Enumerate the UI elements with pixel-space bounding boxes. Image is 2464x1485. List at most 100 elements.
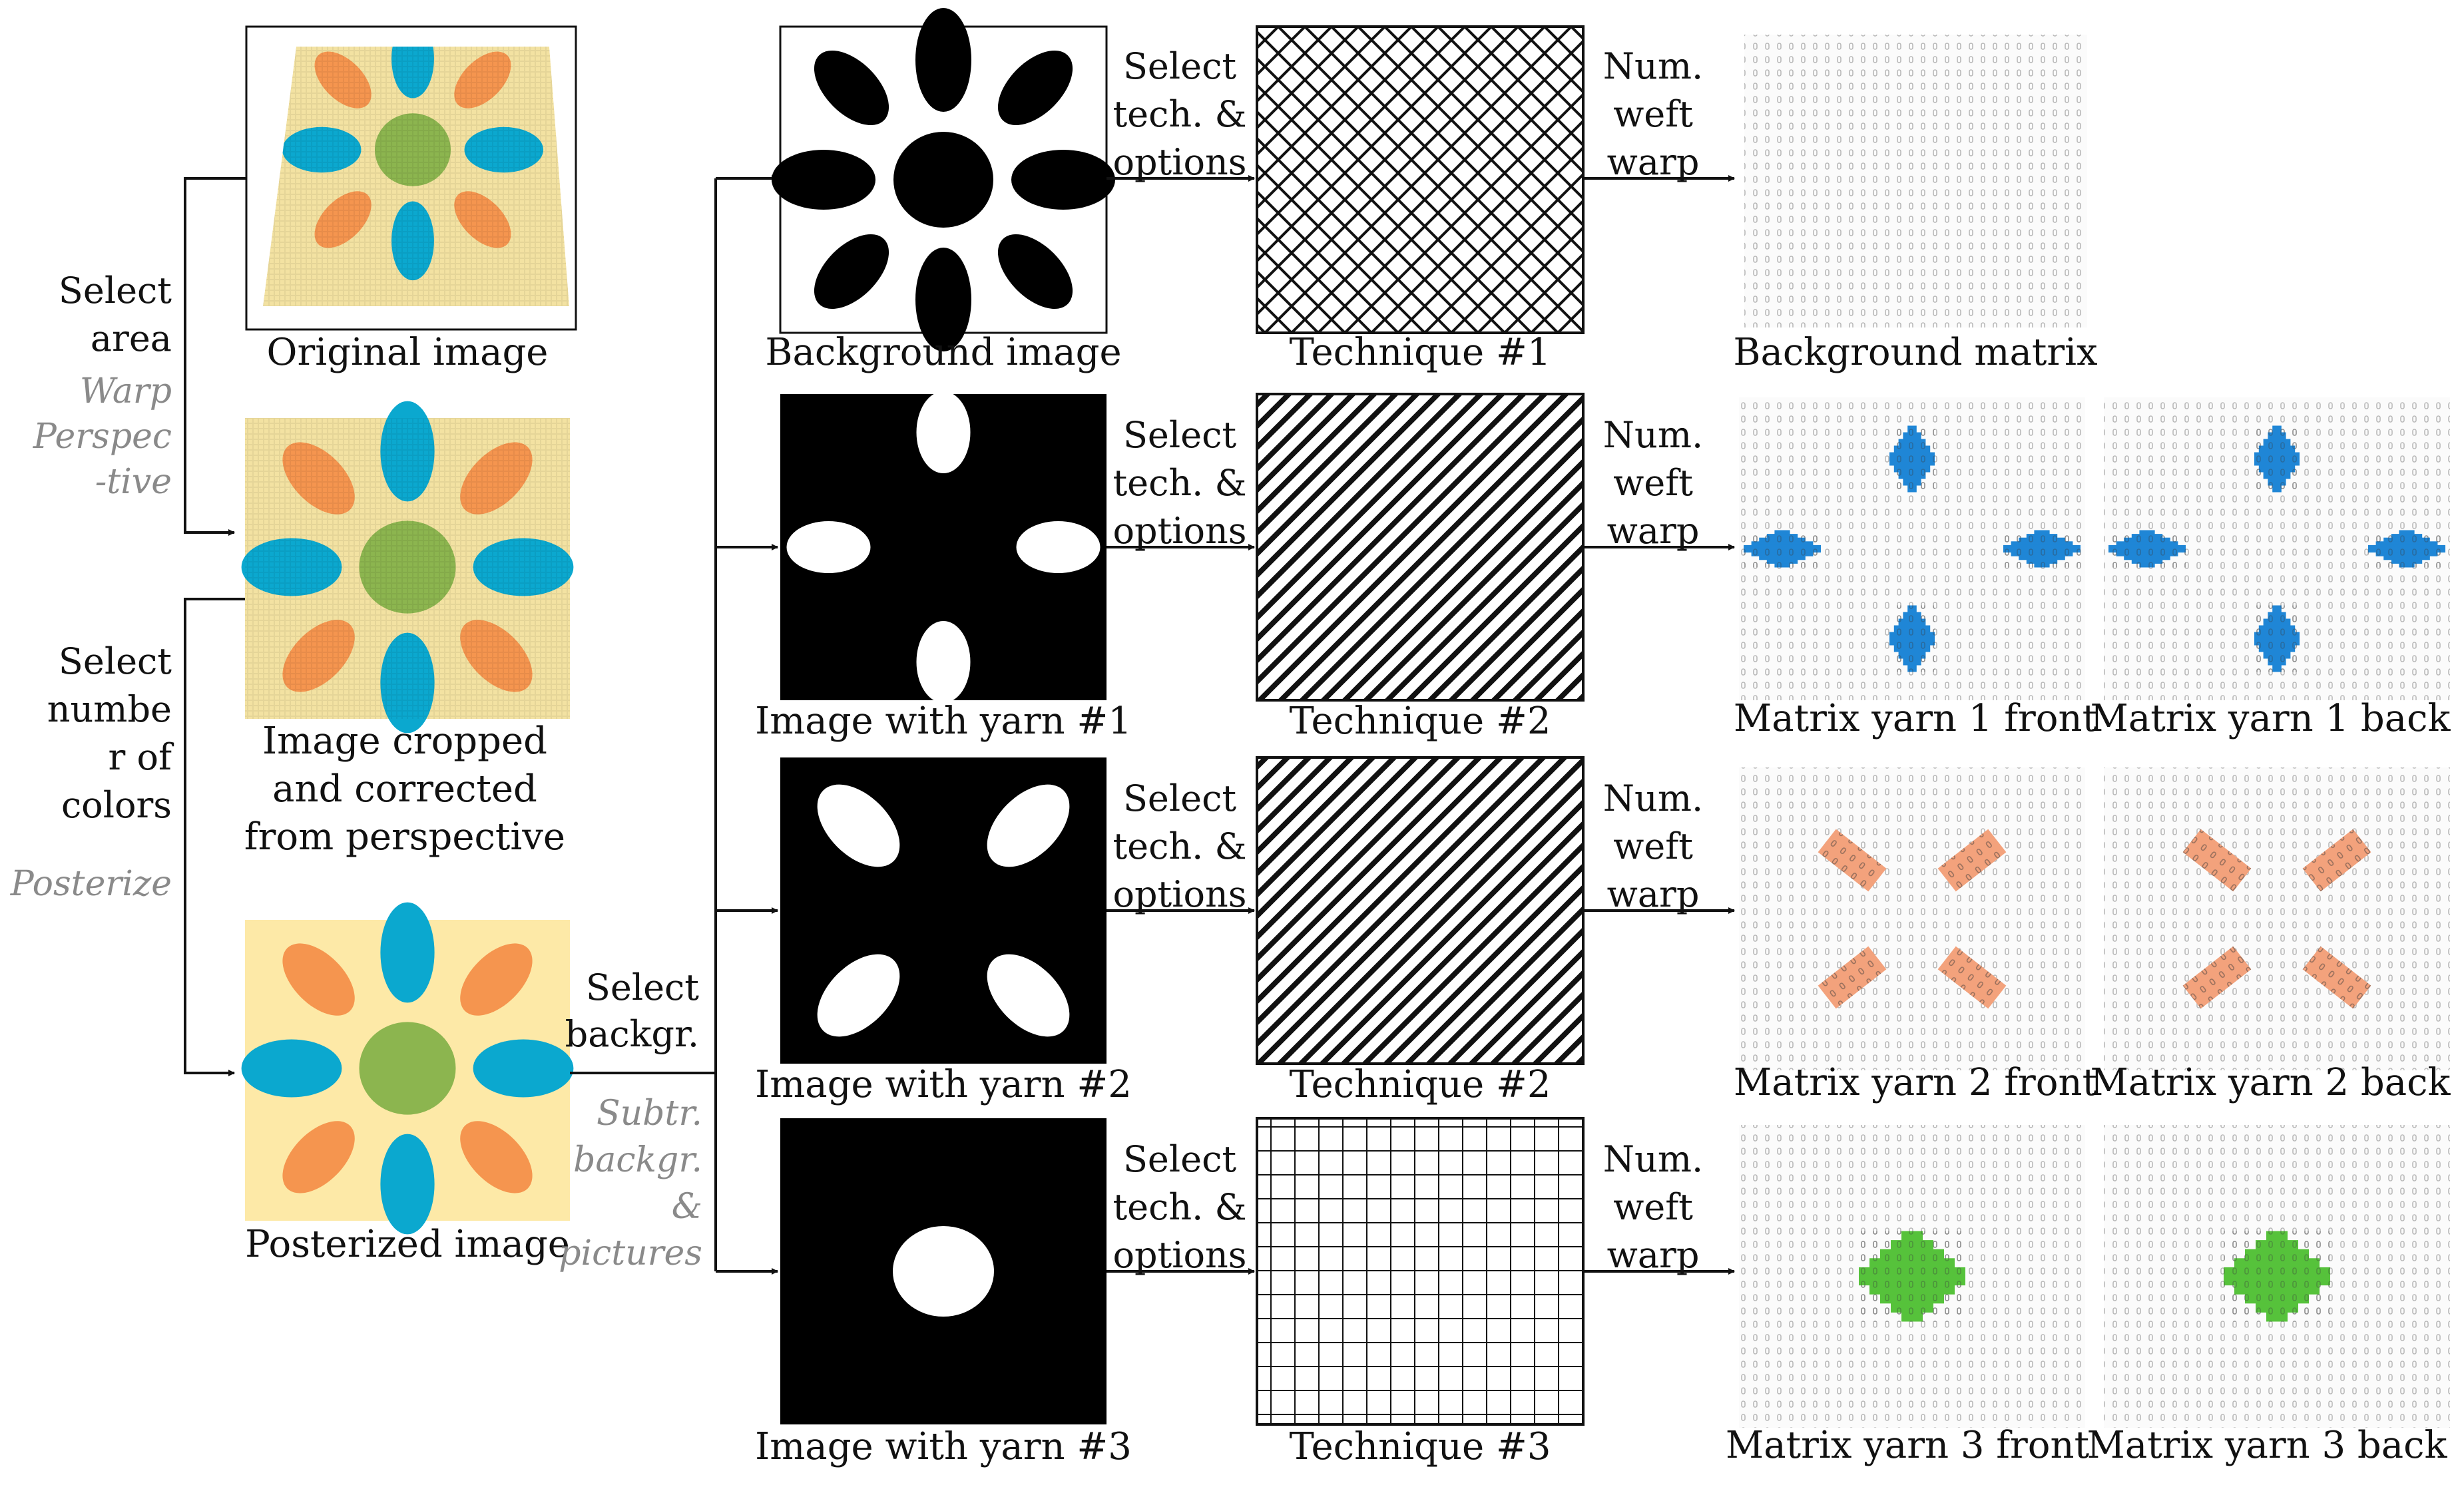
label-select-area-line-2: area [91, 318, 172, 359]
yarn2-petal-2 [987, 784, 1070, 867]
matrix-yarn1-front-vblob-1 [1889, 425, 1935, 493]
label-select-tech-3-line-1: Select [1123, 777, 1236, 819]
caption-background-matrix: Background matrix [1733, 331, 2097, 374]
label-subtract-line-3: & [672, 1187, 702, 1227]
posterized-flower-diag-petal-1 [282, 943, 355, 1016]
label-select-tech-1-line-2: tech. & [1112, 93, 1246, 135]
matrix-yarn2-front-blob-2-digits [1937, 829, 2007, 892]
matrix-yarn3-back-blob-digits [2224, 1231, 2330, 1322]
background-flower-center [893, 132, 993, 228]
matrix-yarn2-front-blob-2 [1937, 829, 2007, 892]
yarn1-vert-2 [916, 621, 971, 703]
posterized-flower-side-petal-2 [473, 1039, 574, 1098]
yarn2-petal-1 [817, 784, 900, 867]
label-warp-perspective-line-1: Warp [80, 371, 172, 411]
label-subtract-line-1: Subtr. [597, 1094, 702, 1134]
background-matrix-digits [1744, 35, 2087, 327]
label-select-tech-2-line-2: tech. & [1112, 462, 1246, 504]
technique-swatch-4 [1256, 1117, 1585, 1426]
label-select-background-line-2: backgr. [565, 1013, 699, 1055]
label-select-colors-line-1: Select [59, 640, 172, 682]
arrow-to-cropped [184, 177, 246, 536]
posterized-flower-side-petal-1 [241, 1039, 342, 1098]
matrix-yarn1-front-vblob-2-digits [1889, 605, 1935, 672]
background-flower-side-petal-1 [772, 150, 875, 210]
caption-matrix-yarn1-front: Matrix yarn 1 front [1734, 697, 2098, 740]
caption-yarn2-image: Image with yarn #2 [755, 1063, 1132, 1106]
matrix-yarn1-front-hblob-2-digits [2003, 530, 2081, 568]
matrix-yarn2-front-blob-3-digits [1818, 946, 1887, 1009]
label-num-weft-warp-3-line-1: Num. [1603, 777, 1703, 819]
posterized-flower-vert-petal-2 [380, 1134, 435, 1235]
background-flower-diag-petal-3 [814, 234, 889, 310]
yarn1-vert-1 [916, 391, 971, 473]
background-flower-diag-petal-2 [997, 50, 1073, 126]
caption-posterized: Posterized image [245, 1223, 570, 1266]
caption-background-image: Background image [765, 331, 1121, 374]
matrix-yarn1-front-hblob-1 [1744, 530, 1821, 568]
label-subtract-line-2: backgr. [573, 1140, 702, 1180]
label-num-weft-warp-1-line-3: warp [1607, 141, 1700, 183]
posterized-flower-diag-petal-3 [282, 1121, 355, 1193]
background-flower-diag-petal-4 [997, 234, 1073, 310]
background-flower-side-petal-2 [1011, 150, 1115, 210]
matrix-yarn1-front-vblob-1-digits [1889, 425, 1935, 493]
background-flower-vert-petal-2 [915, 248, 971, 351]
matrix-yarn1-back-vblob-1 [2254, 425, 2300, 493]
caption-technique-3: Technique #2 [1290, 1063, 1551, 1106]
technique-swatch-3 [1256, 756, 1585, 1065]
label-select-colors-line-3: r of [109, 736, 174, 778]
matrix-yarn3-front-blob [1859, 1231, 1965, 1322]
caption-cropped-line-2: and corrected [272, 767, 537, 811]
label-subtract-line-4: pictures [559, 1233, 702, 1273]
matrix-yarn2-back-blob-2 [2302, 829, 2371, 892]
matrix-yarn3-back-blob [2224, 1231, 2330, 1322]
label-select-tech-1-line-1: Select [1123, 45, 1236, 87]
matrix-yarn3-front-blob-digits [1859, 1231, 1965, 1322]
matrix-yarn2-front-digits [1739, 767, 2085, 1070]
posterized-flower-center [359, 1022, 456, 1115]
matrix-yarn2-back-blob-4 [2302, 946, 2371, 1009]
label-select-tech-3-line-3: options [1112, 873, 1246, 915]
label-num-weft-warp-2-line-2: weft [1613, 462, 1693, 504]
yarn1-side-2 [1016, 521, 1101, 573]
label-select-tech-4-line-2: tech. & [1112, 1186, 1246, 1228]
arrow-to-posterized [184, 598, 245, 1076]
label-select-area-line-1: Select [59, 270, 172, 312]
matrix-yarn2-front-blob-4 [1937, 946, 2007, 1009]
label-num-weft-warp-3-line-3: warp [1607, 873, 1700, 915]
label-select-tech-4-line-1: Select [1123, 1138, 1236, 1180]
caption-matrix-yarn3-front: Matrix yarn 3 front [1726, 1424, 2090, 1467]
label-select-tech-2-line-3: options [1112, 510, 1246, 552]
label-posterize: Posterize [10, 864, 172, 904]
label-num-weft-warp-4-line-2: weft [1613, 1186, 1693, 1228]
matrix-yarn1-back-vblob-1-digits [2254, 425, 2300, 493]
label-select-tech-2-line-1: Select [1123, 414, 1236, 456]
matrix-yarn1-front-hblob-2 [2003, 530, 2081, 568]
label-num-weft-warp-3-line-2: weft [1613, 825, 1693, 867]
caption-yarn3-image: Image with yarn #3 [755, 1425, 1132, 1468]
label-select-background-line-1: Select [586, 966, 699, 1008]
label-num-weft-warp-1-line-1: Num. [1603, 45, 1703, 87]
caption-technique-4: Technique #3 [1290, 1425, 1551, 1468]
posterized-flower-diag-petal-4 [460, 1121, 533, 1193]
posterized-flower-group [241, 902, 574, 1235]
label-num-weft-warp-2-line-3: warp [1607, 510, 1700, 552]
original-image [263, 47, 569, 306]
matrix-yarn2-back-blob-3 [2182, 946, 2252, 1009]
cropped-texture [245, 418, 570, 719]
matrix-yarn1-back-hblob-2-digits [2368, 530, 2445, 568]
yarn1-side-1 [786, 521, 871, 573]
matrix-yarn2-back-blob-3-digits [2182, 946, 2252, 1009]
matrix-yarn2-front-blob-3 [1818, 946, 1887, 1009]
yarn2-petal-4 [987, 954, 1070, 1037]
matrix-yarn2-front-blob-4-digits [1937, 946, 2007, 1009]
yarn3-center [893, 1226, 994, 1317]
label-warp-perspective-line-2: Perspec [33, 417, 172, 457]
background-image [772, 8, 1115, 351]
caption-matrix-yarn2-front: Matrix yarn 2 front [1734, 1061, 2098, 1104]
matrix-yarn1-front-hblob-1-digits [1744, 530, 1821, 568]
original-texture [263, 47, 569, 306]
